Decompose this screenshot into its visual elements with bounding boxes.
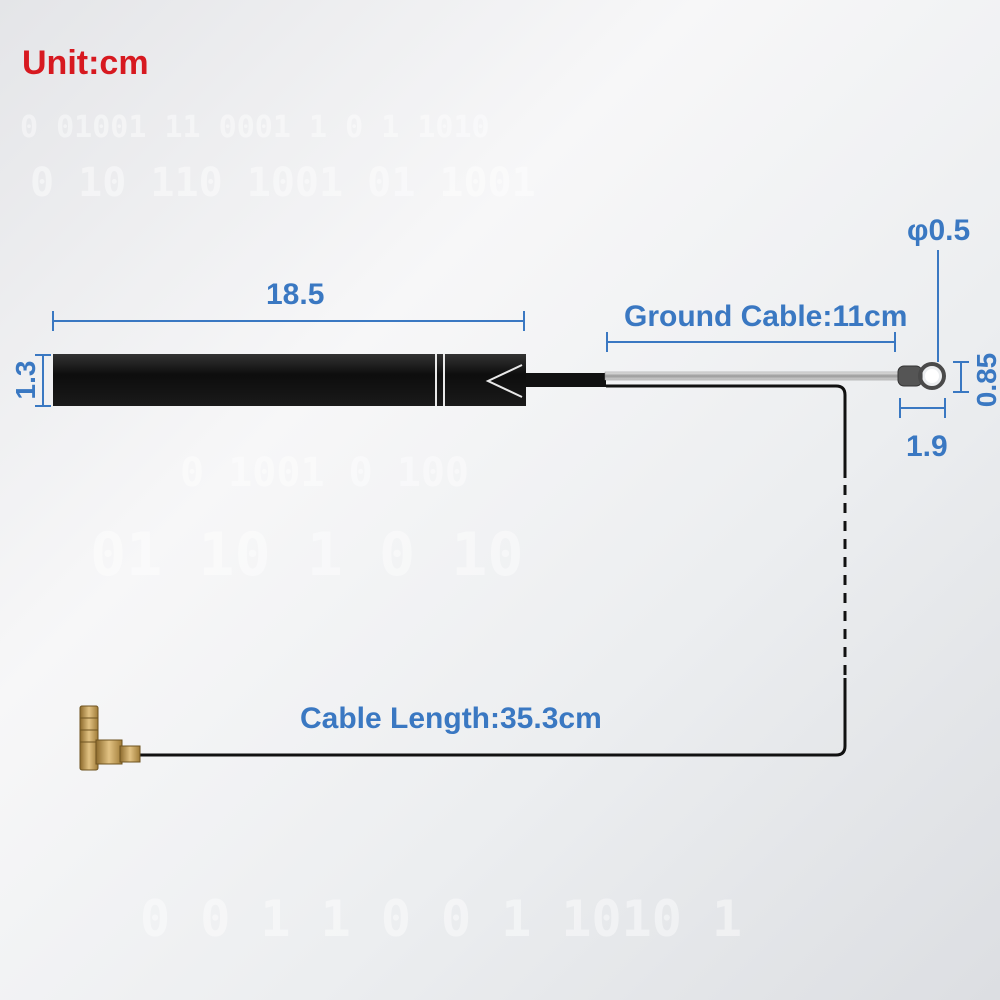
- ground-cable-label: Ground Cable:11cm: [624, 300, 908, 333]
- background-pattern: 0 10 110 1001 01 1001: [30, 160, 536, 206]
- ring-height-dimension: [953, 361, 969, 393]
- unit-label: Unit:cm: [22, 44, 149, 82]
- background-pattern: 01 10 1 0 10: [90, 520, 524, 590]
- background-pattern: 0 01001 11 0001 1 0 1 1010: [20, 110, 490, 145]
- background-pattern: 0 1001 0 100: [180, 450, 469, 496]
- cable-stub: [526, 373, 606, 387]
- ring-width-label: 1.9: [906, 430, 948, 463]
- ring-width-dimension: [899, 398, 946, 418]
- body-height-label: 1.3: [10, 360, 41, 400]
- body-height-dimension: [35, 354, 51, 407]
- ground-cable-dimension: [606, 332, 896, 352]
- antenna-body: [53, 354, 526, 406]
- cable-length-label: Cable Length:35.3cm: [300, 702, 602, 735]
- body-length-label: 18.5: [266, 278, 325, 311]
- ring-height-label: 0.85: [971, 352, 1000, 408]
- body-length-dimension: [52, 311, 525, 331]
- mmcx-connector: [79, 705, 141, 771]
- background-pattern: 0 0 1 1 0 0 1 1010 1: [140, 890, 743, 948]
- ring-terminal: [918, 362, 946, 390]
- ground-cable: [604, 365, 923, 387]
- ring-diameter-label: φ0.5: [907, 214, 971, 247]
- coax-cable: [140, 384, 847, 757]
